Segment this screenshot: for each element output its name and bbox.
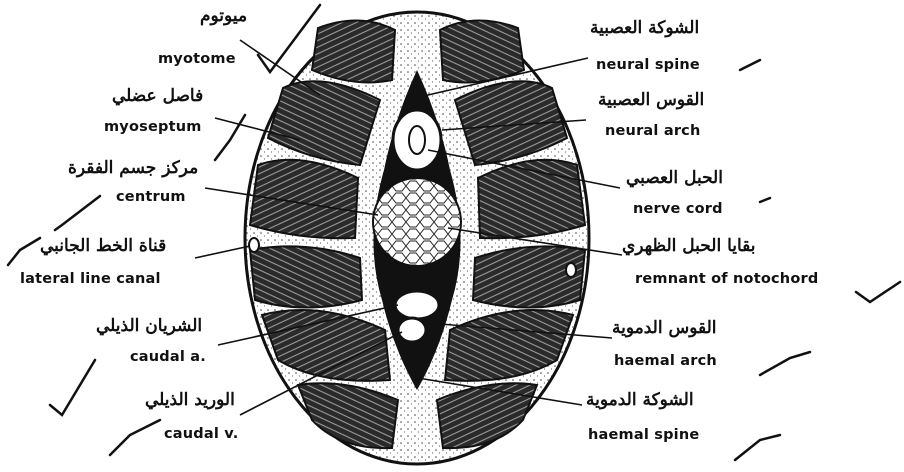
lateral-line-canal-label: lateral line canal <box>20 272 161 287</box>
neural-spine-label: neural spine <box>596 58 700 73</box>
nerve-cord-label-ar: الحبل العصبي <box>626 170 723 187</box>
caudal-vein-shape <box>398 318 426 342</box>
lateral-line-canal-right <box>566 263 576 277</box>
notochord-remnant-label: remnant of notochord <box>635 272 818 287</box>
haemal-arch-label: haemal arch <box>614 354 717 369</box>
neural-arch-label: neural arch <box>605 124 701 139</box>
haemal-spine-label: haemal spine <box>588 428 699 443</box>
caudal-artery-label-ar: الشريان الذيلي <box>96 318 202 335</box>
myoseptum-label: myoseptum <box>104 120 202 135</box>
neural-arch-label-ar: القوس العصبية <box>598 92 704 109</box>
notochord-remnant-label-ar: بقايا الحبل الظهري <box>622 238 756 255</box>
nerve-cord-shape <box>409 126 425 154</box>
caudal-vein-label-ar: الوريد الذيلي <box>145 392 235 409</box>
myoseptum-label-ar: فاصل عضلي <box>112 88 203 105</box>
notochord-remnant-shape <box>373 178 461 266</box>
neural-spine-label-ar: الشوكة العصبية <box>590 20 699 37</box>
leader-lateral-line <box>195 246 250 258</box>
lateral-line-canal-left <box>249 238 259 252</box>
nerve-cord-label: nerve cord <box>633 202 723 217</box>
caudal-artery-label: caudal a. <box>130 350 206 365</box>
haemal-spine-label-ar: الشوكة الدموية <box>586 392 694 409</box>
centrum-label: centrum <box>116 190 186 205</box>
caudal-artery-shape <box>395 291 439 319</box>
myotome-label: myotome <box>158 52 236 67</box>
caudal-vein-label: caudal v. <box>164 427 238 442</box>
myotome-label-ar: ميوتوم <box>200 8 247 25</box>
centrum-label-ar: مركز جسم الفقرة <box>68 160 198 177</box>
haemal-arch-label-ar: القوس الدموية <box>612 320 717 337</box>
lateral-line-canal-label-ar: قناة الخط الجانبي <box>40 238 166 255</box>
